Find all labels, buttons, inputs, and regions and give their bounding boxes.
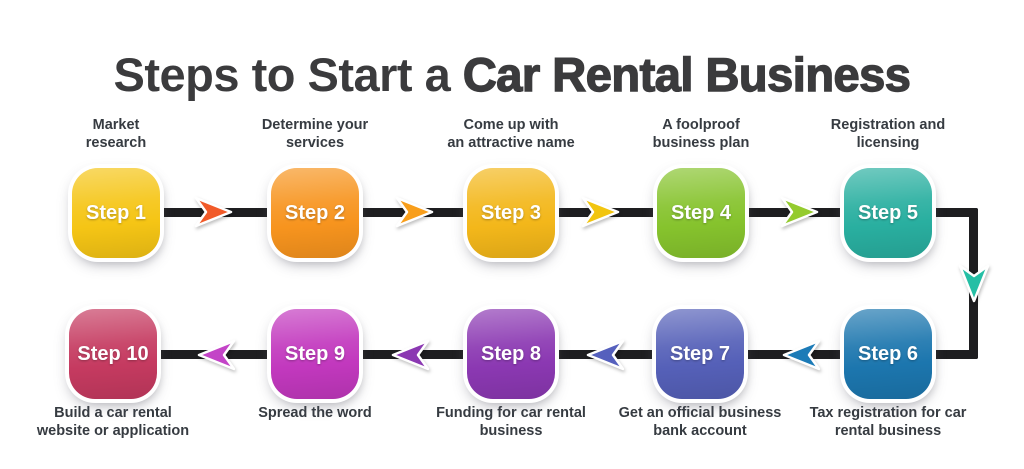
- step-2-label: Determine your services: [261, 117, 369, 151]
- arrow-right-icon: [395, 196, 434, 228]
- step-3-box: Step 3: [467, 168, 555, 258]
- step-4-number: Step 4: [670, 201, 732, 224]
- step-1-box: Step 1: [72, 168, 160, 258]
- step-10-number: Step 10: [77, 342, 149, 365]
- step-6-box: Step 6: [844, 309, 932, 399]
- step-9-label: Spread the word: [258, 405, 372, 421]
- step-5-number: Step 5: [857, 201, 919, 224]
- arrow-down-icon: [958, 264, 990, 303]
- step-3-label: Come up with an attractive name: [447, 117, 575, 151]
- step-4-box: Step 4: [657, 168, 745, 258]
- step-2-box: Step 2: [271, 168, 359, 258]
- arrow-right-icon: [194, 196, 233, 228]
- title-bold: Car Rental Business: [462, 48, 912, 102]
- arrow-left-icon: [391, 339, 430, 371]
- step-8-box: Step 8: [467, 309, 555, 399]
- step-8-label: Funding for car rental business: [436, 405, 586, 439]
- step-1-label: Market research: [85, 117, 147, 151]
- arrow-right-icon: [581, 196, 620, 228]
- arrow-left-icon: [782, 339, 821, 371]
- step-10-box: Step 10: [69, 309, 157, 399]
- step-7-label: Get an official business bank account: [618, 405, 782, 439]
- step-6-label: Tax registration for car rental business: [809, 405, 967, 439]
- step-9-number: Step 9: [284, 342, 346, 365]
- step-5-label: Registration and licensing: [830, 117, 946, 151]
- step-2-number: Step 2: [284, 201, 346, 224]
- step-3-number: Step 3: [480, 201, 542, 224]
- step-7-box: Step 7: [656, 309, 744, 399]
- step-1-number: Step 1: [85, 201, 147, 224]
- step-10-label: Build a car rental website or applicatio…: [36, 405, 190, 439]
- step-5-box: Step 5: [844, 168, 932, 258]
- page-title: Steps to Start a Car Rental Business: [0, 47, 1024, 102]
- step-9-box: Step 9: [271, 309, 359, 399]
- arrow-left-icon: [586, 339, 625, 371]
- step-8-number: Step 8: [480, 342, 542, 365]
- arrow-left-icon: [197, 339, 236, 371]
- step-4-label: A foolproof business plan: [652, 117, 750, 151]
- step-6-number: Step 6: [857, 342, 919, 365]
- arrow-right-icon: [780, 196, 819, 228]
- title-regular: Steps to Start a: [113, 48, 463, 102]
- step-7-number: Step 7: [669, 342, 731, 365]
